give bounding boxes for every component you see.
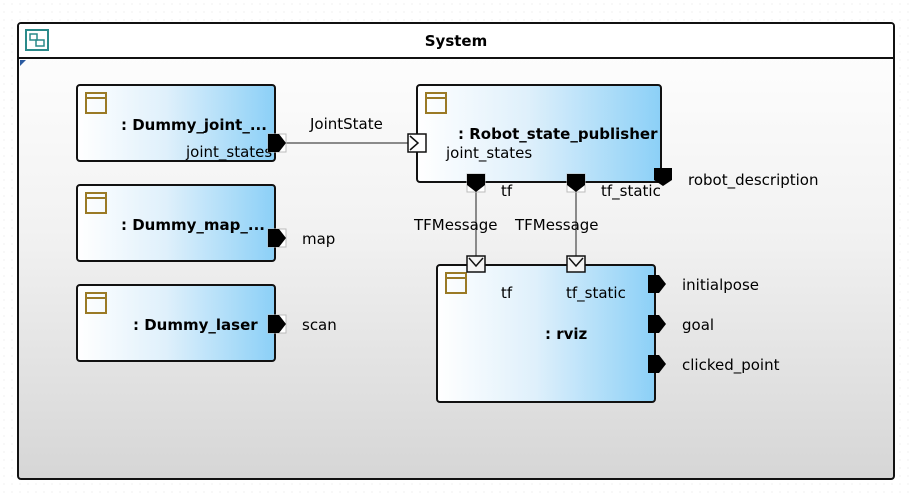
dummy-laser-out-port[interactable] xyxy=(267,314,287,334)
block-icon xyxy=(85,192,107,214)
robot-description-label: robot_description xyxy=(688,171,819,189)
rviz-goal-port[interactable] xyxy=(648,315,666,333)
corner-marker-icon xyxy=(20,60,26,66)
rsp-joint-states-in-port[interactable] xyxy=(407,133,427,153)
rsp-joint-states-label: joint_states xyxy=(446,144,533,162)
dummy-map-block[interactable]: : Dummy_map_... xyxy=(76,184,276,262)
rviz-initialpose-port[interactable] xyxy=(648,275,666,293)
robot-state-publisher-name: : Robot_state_publisher xyxy=(458,125,658,143)
rviz-tf-label: tf xyxy=(501,284,513,302)
system-header: System xyxy=(19,24,893,59)
rviz-tf-in-port[interactable] xyxy=(466,255,486,273)
rviz-name: : rviz xyxy=(545,325,588,343)
structure-diagram-icon xyxy=(25,29,49,51)
goal-label: goal xyxy=(682,316,715,334)
block-icon xyxy=(425,92,447,114)
dummy-laser-name: : Dummy_laser xyxy=(133,316,258,334)
dummy-joint-out-port[interactable] xyxy=(267,133,287,153)
tf-message-label-1: TFMessage xyxy=(414,216,498,234)
block-icon xyxy=(85,292,107,314)
scan-port-label: scan xyxy=(302,316,337,334)
clicked-point-label: clicked_point xyxy=(682,356,780,374)
rsp-tf-out-port[interactable] xyxy=(466,173,486,193)
rsp-tf-static-out-port[interactable] xyxy=(566,173,586,193)
joint-state-connector-label: JointState xyxy=(310,115,383,133)
dummy-map-name: : Dummy_map_... xyxy=(121,216,265,234)
map-port-label: map xyxy=(302,230,336,248)
rsp-robot-description-port[interactable] xyxy=(654,168,672,186)
rviz-clicked-point-port[interactable] xyxy=(648,355,666,373)
robot-state-publisher-block[interactable]: : Robot_state_publisher joint_states xyxy=(416,84,662,183)
dummy-laser-block[interactable]: : Dummy_laser xyxy=(76,284,276,362)
rviz-tf-static-label: tf_static xyxy=(566,284,626,302)
rviz-tf-static-in-port[interactable] xyxy=(566,255,586,273)
initialpose-label: initialpose xyxy=(682,276,759,294)
dummy-joint-block[interactable]: : Dummy_joint_... joint_states xyxy=(76,84,276,162)
rsp-tf-label: tf xyxy=(501,182,513,200)
rsp-tf-static-label: tf_static xyxy=(601,182,661,200)
dummy-joint-name: : Dummy_joint_... xyxy=(121,116,267,134)
rviz-block[interactable]: tf tf_static : rviz xyxy=(436,264,656,403)
block-icon xyxy=(445,272,467,294)
tf-message-label-2: TFMessage xyxy=(515,216,599,234)
block-icon xyxy=(85,92,107,114)
system-title: System xyxy=(424,32,488,50)
dummy-map-out-port[interactable] xyxy=(267,228,287,248)
joint-states-port-label: joint_states xyxy=(186,143,273,161)
